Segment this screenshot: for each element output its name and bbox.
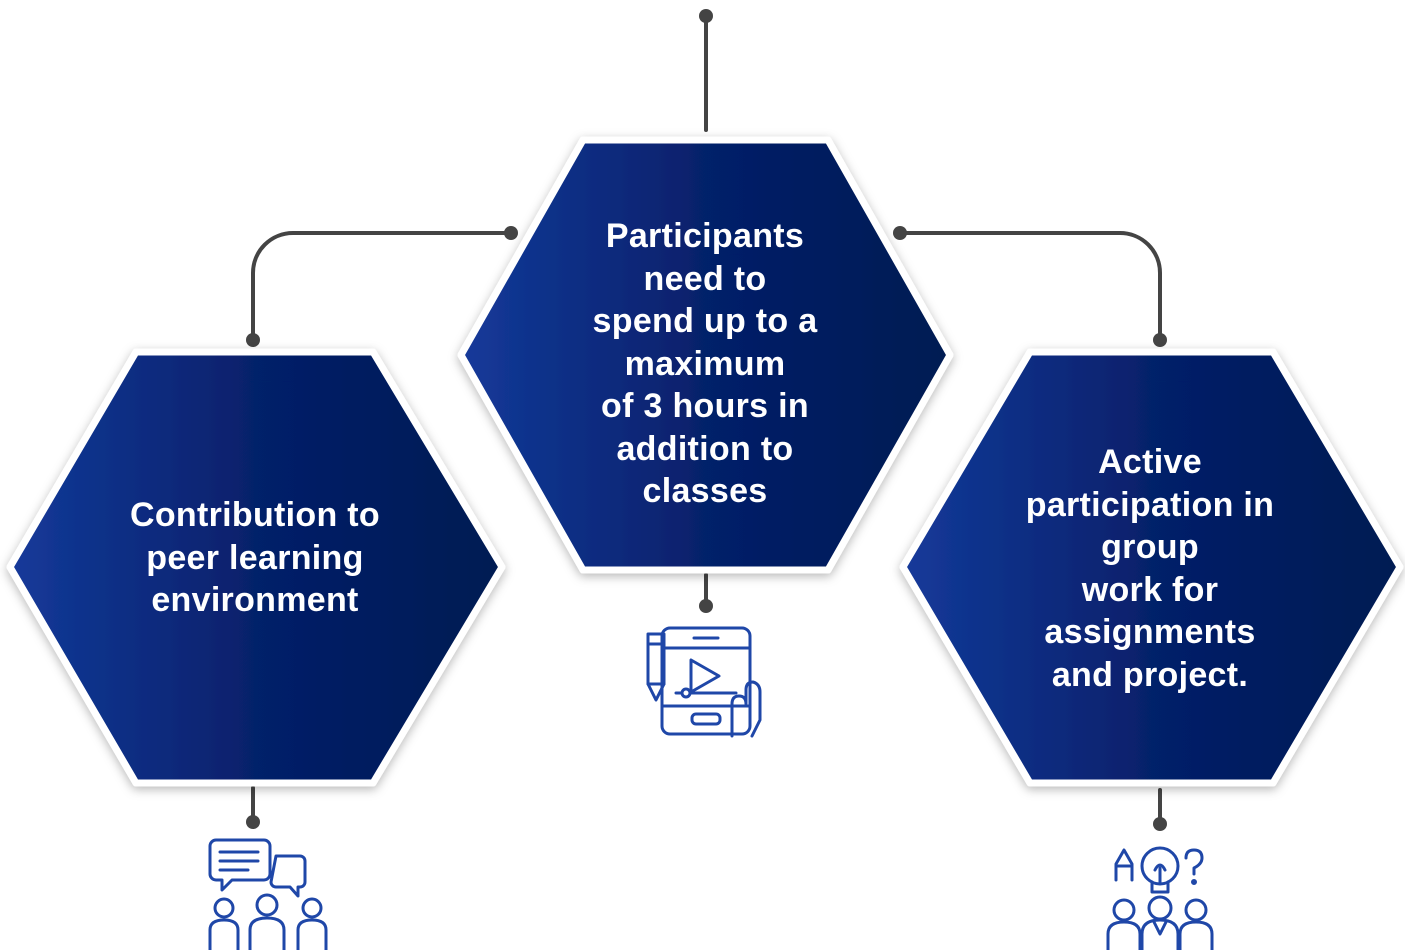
tablet-video-pencil-icon xyxy=(646,626,762,738)
center-bottom-dot xyxy=(699,599,713,613)
center-left-dot xyxy=(504,226,518,240)
left-hexagon-text: Contribution to peer learning environmen… xyxy=(130,496,380,619)
center-hexagon xyxy=(457,136,954,574)
center-right-dot xyxy=(893,226,907,240)
right-bottom-dot xyxy=(1153,817,1167,831)
left-hex-top-dot xyxy=(246,333,260,347)
right-hexagon-text: Active participation in group work for a… xyxy=(1025,443,1275,694)
connectors xyxy=(251,14,1162,826)
left-bottom-dot xyxy=(246,815,260,829)
top-dot xyxy=(699,9,713,23)
right-branch-connector xyxy=(898,231,1162,342)
team-idea-icon xyxy=(1106,846,1214,950)
center-hexagon-text: Participants need to spend up to a maxim… xyxy=(592,217,818,510)
connector-dots xyxy=(246,9,1167,831)
group-discussion-icon xyxy=(208,838,328,950)
left-branch-connector xyxy=(251,231,513,342)
left-hexagon xyxy=(6,348,506,787)
right-hexagon xyxy=(899,348,1404,787)
right-hex-top-dot xyxy=(1153,333,1167,347)
